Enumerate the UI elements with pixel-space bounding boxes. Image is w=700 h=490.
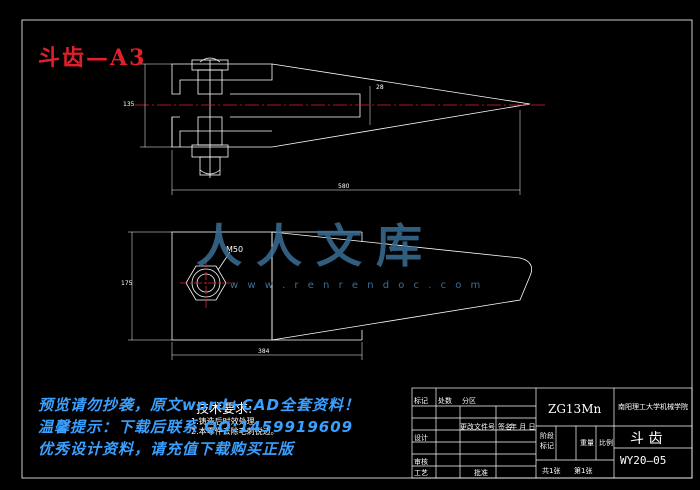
label-design: 设计 [414,434,428,442]
top-view-dimensions [140,63,521,195]
dim-bottom-width: 384 [258,348,270,355]
watermark-line-1: 预览请勿抄袭，原文word+CAD全套资料！ [38,396,360,414]
label-weight: 重量 [580,439,594,447]
school-name: 南阳理工大学机械学院 [618,403,688,411]
logo-url: w w w . r e n r e n d o c . c o m [230,280,484,291]
sheet-border [21,19,693,479]
label-file-no: 更改文件号 [460,423,495,431]
watermark-line-3: 优秀设计资料，请充值下载购买正版 [38,440,295,458]
label-approve: 批准 [474,469,488,477]
dim-slot: 28 [376,84,384,91]
label-date: 年 月 日 [510,423,536,431]
front-view-dimensions [128,231,363,360]
label-scale: 比例 [599,439,613,447]
drawing-title: 斗齿—A3 [38,45,147,71]
dim-top-height: 135 [123,101,135,108]
label-stage: 阶段标记 [540,432,554,450]
tech-requirements-heading: 技术要求: [196,402,253,417]
label-sheet-total: 共1张 [542,467,561,475]
label-zone: 分区 [462,397,476,405]
label-sign: 签名 [498,423,512,431]
label-mark: 标记 [414,397,428,405]
tech-requirement-item: 2.本零件去除毛刺锐边。 [191,427,279,436]
logo-watermark: 人人文库 [196,219,436,273]
drawing-code: WY20—05 [620,454,667,467]
label-sheet-no: 第1张 [574,467,593,475]
label-check: 审核 [414,458,428,466]
title-block-frame [411,387,693,479]
dim-bolt: M50 [226,245,244,254]
tech-requirement-item: 1.铸造后时效处理 [191,417,255,426]
dim-bottom-height: 175 [121,280,133,287]
top-view [171,57,531,178]
label-count: 处数 [438,397,452,405]
label-process: 工艺 [414,469,428,477]
part-name: 斗 齿 [630,431,663,447]
material: ZG13Mn [548,402,602,416]
dim-top-width: 580 [338,183,350,190]
watermark-line-2: 温馨提示：下载后联系 QQ:1459919609 [38,418,354,436]
